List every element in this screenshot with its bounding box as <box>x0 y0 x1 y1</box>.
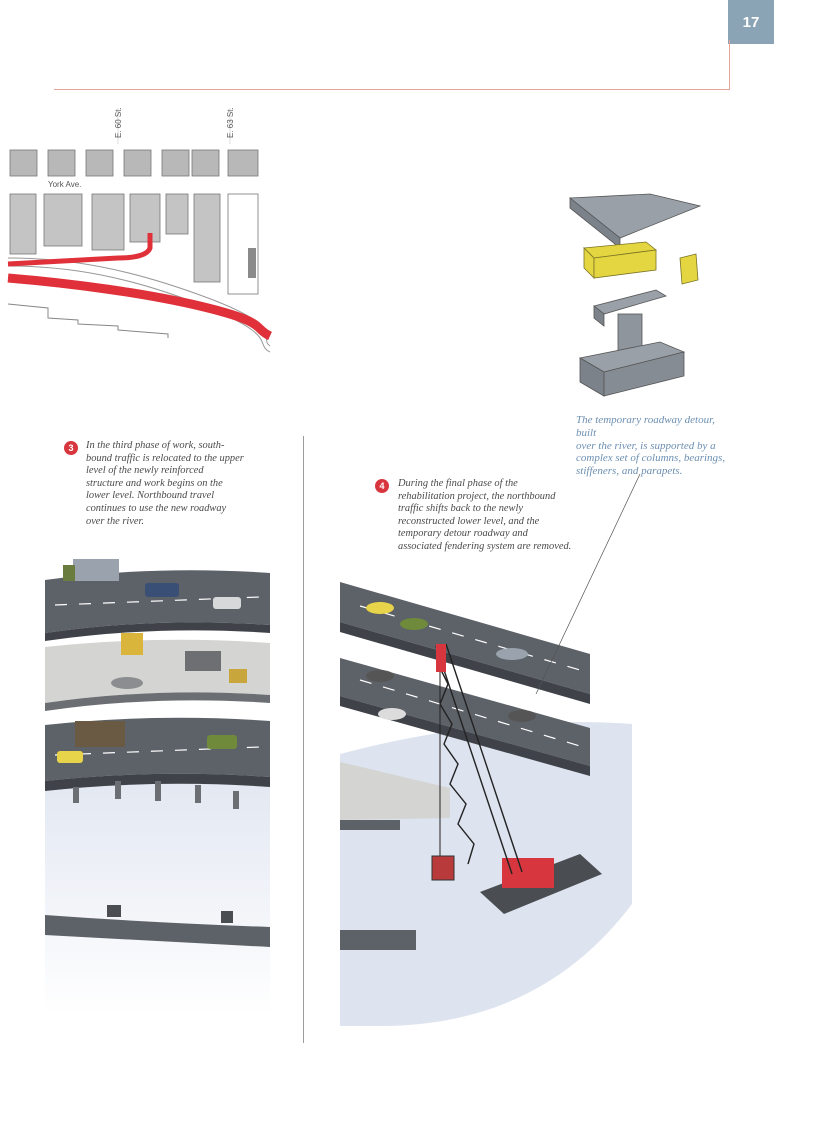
phase4-number-badge: 4 <box>375 479 389 493</box>
site-map-graphic <box>7 108 273 353</box>
support-structure-illustration <box>560 186 710 398</box>
column-divider <box>303 436 304 1043</box>
support-structure-graphic <box>568 193 702 397</box>
page-number-tab: 17 <box>728 0 774 44</box>
detour-caption: The temporary roadway detour, built over… <box>576 414 726 478</box>
phase4-illustration <box>340 473 641 1026</box>
header-rule-end <box>729 40 730 90</box>
site-map: E. 60 St. E. 63 St. York Ave. <box>7 107 273 358</box>
phase4-caption: During the final phase of the rehabilita… <box>398 478 572 552</box>
phase4-graphic <box>340 473 641 1026</box>
phase3-illustration <box>45 555 270 1015</box>
phase3-number-badge: 3 <box>64 441 78 455</box>
phase3-caption: In the third phase of work, south- bound… <box>86 440 244 527</box>
street-label-63: E. 63 St. <box>226 107 235 138</box>
avenue-label: York Ave. <box>48 180 82 189</box>
page-number: 17 <box>742 13 760 31</box>
header-rule <box>54 89 730 90</box>
street-label-60: E. 60 St. <box>114 107 123 138</box>
phase3-graphic <box>45 559 270 1015</box>
